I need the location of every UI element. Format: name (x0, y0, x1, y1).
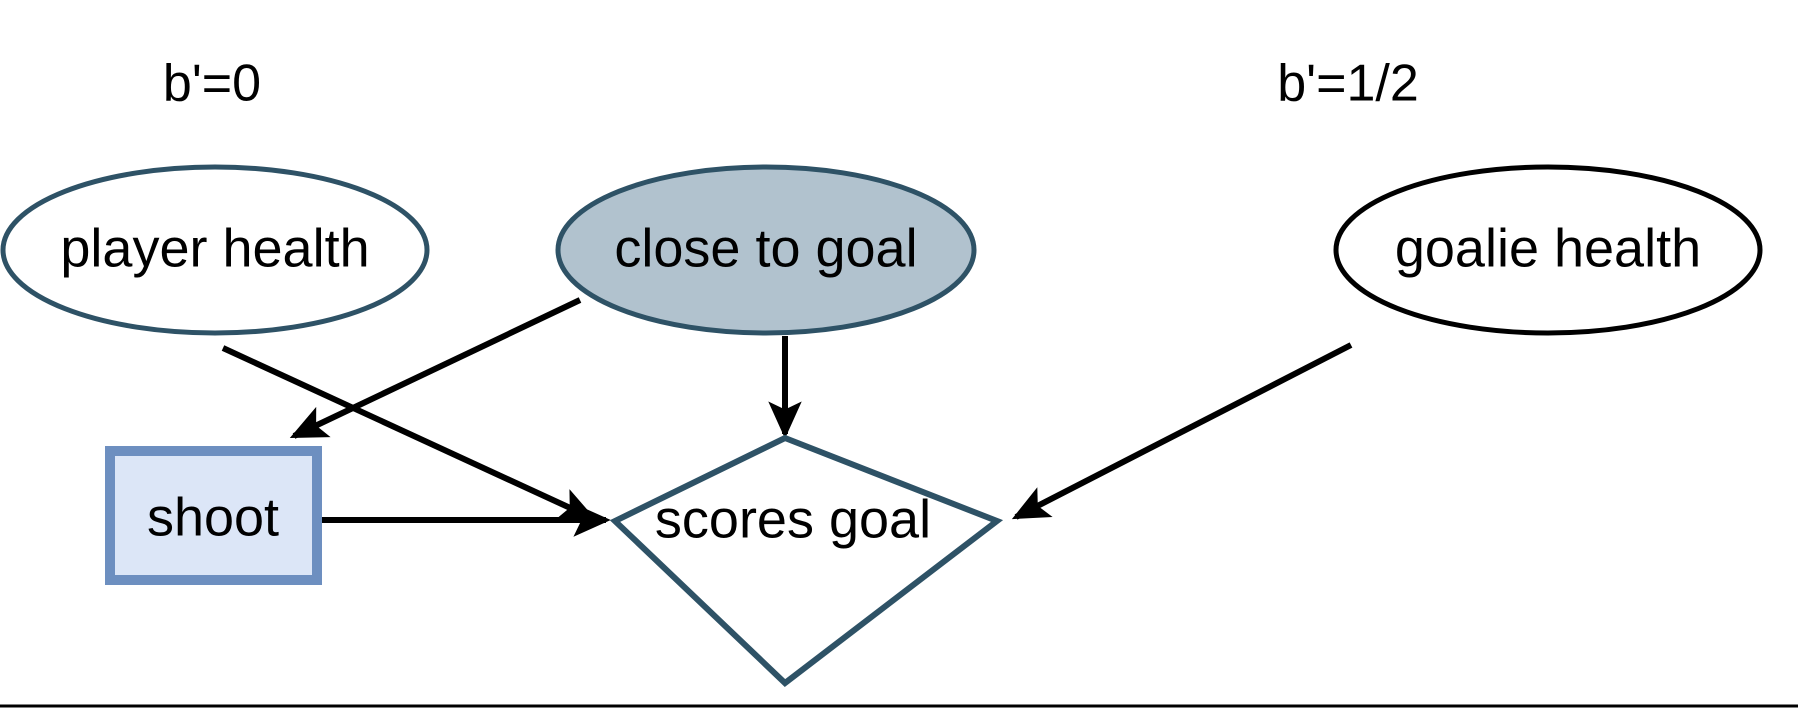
shoot-rectangle[interactable] (105, 446, 322, 585)
edge-goalie-health-to-scores-goal (1011, 342, 1353, 520)
close-to-goal-label: close to goal (614, 218, 917, 278)
belief-label-left: b'=0 (163, 55, 261, 113)
player-health-ellipse[interactable] (0, 164, 430, 336)
node-close-to-goal[interactable]: close to goal (555, 164, 977, 336)
scores-goal-label: scores goal (655, 489, 931, 549)
node-player-health[interactable]: player health (0, 164, 430, 336)
node-shoot[interactable]: shoot (105, 446, 322, 585)
edge-layer (221, 297, 1353, 537)
node-scores-goal[interactable]: scores goal (609, 434, 1004, 687)
node-goalie-health[interactable]: goalie health (1333, 164, 1763, 336)
edge-player-health-to-scores-goal (221, 345, 597, 521)
goalie-health-ellipse[interactable] (1333, 164, 1763, 336)
edge-close-to-goal-to-shoot (289, 297, 582, 439)
close-to-goal-ellipse[interactable] (555, 164, 977, 336)
scores-goal-diamond[interactable] (609, 434, 1004, 687)
belief-label-right: b'=1/2 (1277, 55, 1419, 113)
goalie-health-label: goalie health (1395, 218, 1701, 278)
shoot-label: shoot (147, 487, 279, 547)
player-health-label: player health (60, 218, 369, 278)
